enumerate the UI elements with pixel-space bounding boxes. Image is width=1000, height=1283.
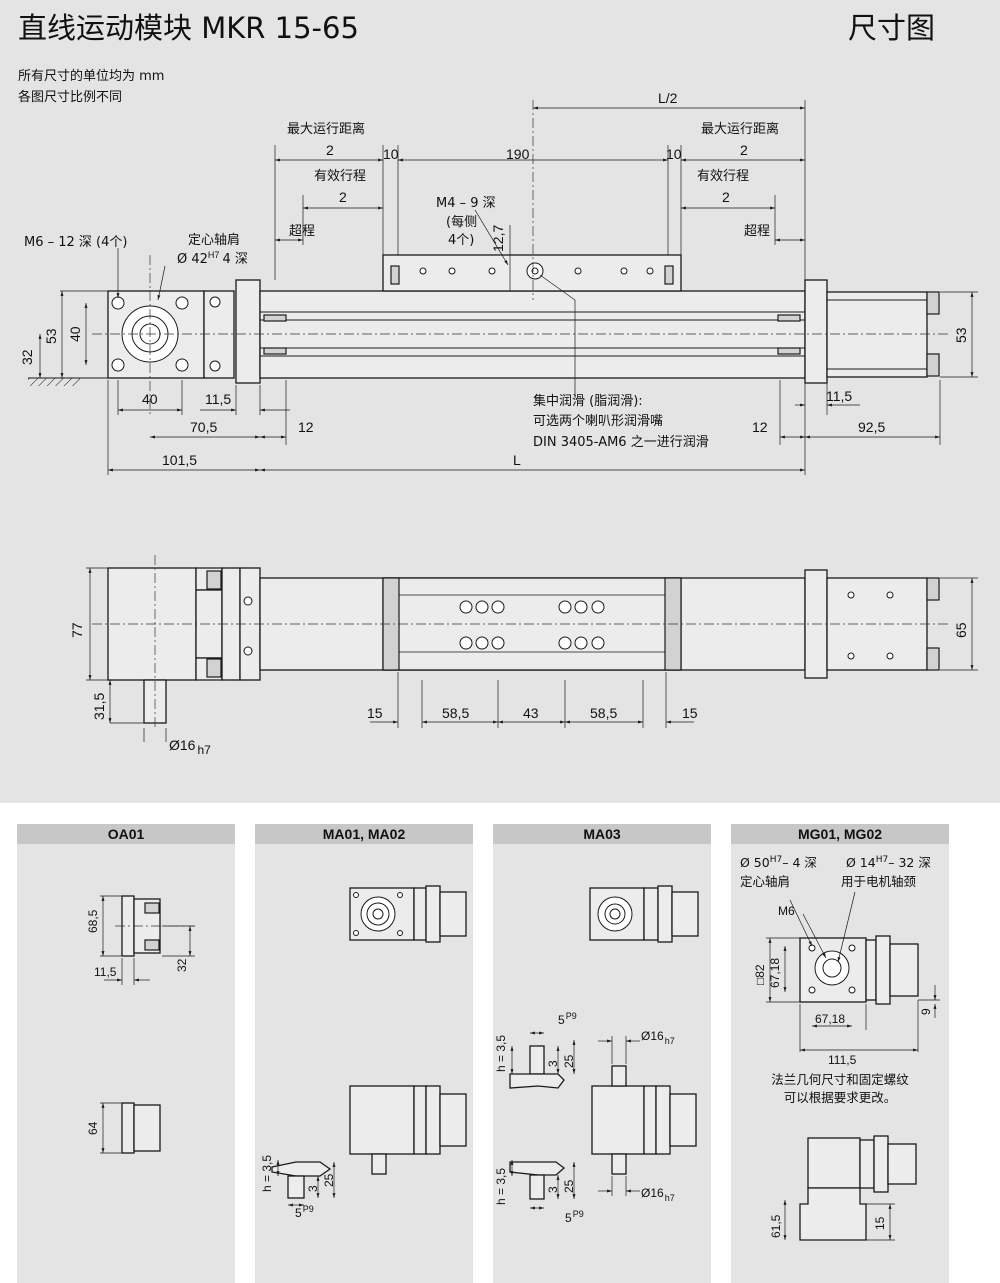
ma03-drawings: h = 3,5 5P9 3 25 Ø16h7 h = 3,5 3 25 Ø16h… (494, 885, 699, 1225)
m4-thread-label: M4 – 9 深 (436, 196, 496, 211)
dim-12-7: 12,7 (490, 225, 506, 252)
mg-note-2: 可以根据要求更改。 (784, 1090, 897, 1105)
mg-dim-61-5: 61,5 (769, 1214, 783, 1238)
dim-15-left: 15 (367, 705, 383, 721)
dim-15-right: 15 (682, 705, 698, 721)
ma01-ma02-drawings: h = 3,5 5P9 3 25 (260, 885, 467, 1220)
mg-dim-15: 15 (873, 1216, 887, 1230)
unit-note: 所有尺寸的单位均为 mm (18, 68, 164, 84)
effective-stroke-label-left: 有效行程 (314, 169, 366, 184)
dim-10-left: 10 (383, 146, 399, 162)
panel-title-ma03: MA03 (583, 826, 621, 842)
ma01-dim-h: h = 3,5 (260, 1155, 274, 1192)
section-title: 尺寸图 (848, 11, 935, 45)
dim-58-5-left: 58,5 (442, 705, 469, 721)
panel-title-mg01-mg02: MG01, MG02 (798, 826, 882, 842)
dim-43: 43 (523, 705, 539, 721)
ma03-dim-3-bottom: 3 (546, 1186, 560, 1193)
side-view: 最大运行距离 2 有效行程 2 超程 最大运行距离 2 有效行程 2 超程 L/… (19, 90, 978, 475)
lubrication-note-1: 集中润滑 (脂润滑): (533, 393, 643, 409)
mg-note-1: 法兰几何尺寸和固定螺纹 (771, 1072, 909, 1087)
panel-oa01 (17, 824, 235, 1283)
page-title: 直线运动模块 MKR 15-65 (18, 11, 359, 45)
half-label-left: 2 (326, 142, 334, 158)
mg-motor-shaft-label: 用于电机轴颈 (841, 874, 917, 889)
panel-title-oa01: OA01 (108, 826, 145, 842)
mg-dim-67-18-vertical: 67,18 (768, 958, 782, 988)
carriage-holes (459, 600, 605, 650)
l-half-label: L/2 (658, 90, 678, 106)
dim-92-5: 92,5 (858, 419, 885, 435)
max-travel-label-right: 最大运行距离 (701, 121, 779, 137)
dim-58-5-right: 58,5 (590, 705, 617, 721)
mg-dim-9: 9 (919, 1008, 933, 1015)
dim-77: 77 (69, 622, 85, 638)
left-end-cap (235, 279, 261, 384)
ma03-dim-h-top: h = 3,5 (494, 1035, 508, 1072)
lubrication-note-2: 可选两个喇叭形润滑嘴 (533, 414, 663, 429)
dim-11-5-left: 11,5 (205, 391, 231, 407)
dim-L: L (513, 452, 521, 468)
overtravel-label-right: 超程 (744, 224, 770, 239)
effective-stroke-label-right: 有效行程 (697, 169, 749, 184)
mg-d14-label: Ø 14H7– 32 深 (846, 855, 931, 870)
dim-12-left: 12 (298, 419, 314, 435)
mg01-mg02-drawings: Ø 50H7– 4 深 定心轴肩 Ø 14H7– 32 深 用于电机轴颈 M6 … (740, 855, 940, 1241)
panel-title-ma01-ma02: MA01, MA02 (323, 826, 406, 842)
overtravel-label-left: 超程 (289, 224, 315, 239)
mg-centering-label: 定心轴肩 (740, 874, 790, 889)
eff-half-label-left: 2 (339, 189, 347, 205)
half-label-right: 2 (740, 142, 748, 158)
profile-body (259, 290, 806, 379)
oa01-dim-64: 64 (86, 1121, 100, 1135)
ma03-dim-3-top: 3 (546, 1060, 560, 1067)
dim-32: 32 (19, 349, 35, 365)
dim-53-left: 53 (43, 328, 59, 344)
ma03-dim-25-bottom: 25 (562, 1179, 576, 1193)
centering-shoulder-label: 定心轴肩 (188, 232, 240, 248)
ma01-dim-5: 5P9 (295, 1204, 314, 1220)
m4-count-label: 4个) (448, 233, 474, 248)
ma01-dim-25: 25 (322, 1173, 336, 1187)
lubrication-note-3: DIN 3405-AM6 之一进行润滑 (533, 435, 709, 450)
right-housing (826, 291, 928, 378)
dim-53-right: 53 (953, 327, 969, 343)
mg-dim-82: □82 (753, 964, 767, 985)
ma03-dim-25-top: 25 (562, 1054, 576, 1068)
oa01-drawings: 68,5 11,5 32 64 (86, 895, 195, 1154)
eff-half-label-right: 2 (722, 189, 730, 205)
right-end-cap (804, 279, 828, 384)
ma03-dim-16-top: Ø16h7 (641, 1029, 675, 1046)
mg-dim-67-18-horizontal: 67,18 (815, 1012, 845, 1026)
dim-40-vertical: 40 (67, 326, 83, 342)
dim-101-5: 101,5 (162, 452, 197, 468)
scale-note: 各图尺寸比例不同 (18, 89, 122, 105)
oa01-dim-32: 32 (175, 958, 189, 972)
ma03-dim-h-bottom: h = 3,5 (494, 1168, 508, 1205)
dim-12-right: 12 (752, 419, 768, 435)
dim-31-5: 31,5 (91, 693, 107, 720)
dim-11-5-right: 11,5 (826, 388, 852, 404)
ma03-dim-5-top: 5P9 (558, 1011, 577, 1027)
dim-65: 65 (953, 622, 969, 638)
dim-40-horizontal: 40 (142, 391, 158, 407)
dim-190: 190 (506, 146, 530, 162)
mg-m6-label: M6 (778, 904, 795, 918)
oa01-dim-68-5: 68,5 (86, 909, 100, 933)
ma03-dim-16-bottom: Ø16h7 (641, 1186, 675, 1203)
dim-10-right: 10 (666, 146, 682, 162)
ma03-dim-5-bottom: 5P9 (565, 1209, 584, 1225)
mg-d50-label: Ø 50H7– 4 深 (740, 855, 817, 870)
dim-70-5: 70,5 (190, 419, 217, 435)
mg-dim-111-5: 111,5 (828, 1053, 857, 1067)
oa01-dim-11-5: 11,5 (94, 965, 117, 979)
m6-thread-label: M6 – 12 深 (4个) (24, 235, 127, 250)
max-travel-label-left: 最大运行距离 (287, 121, 365, 137)
ma01-dim-3: 3 (306, 1185, 320, 1192)
m4-each-label: (每侧 (446, 214, 477, 230)
